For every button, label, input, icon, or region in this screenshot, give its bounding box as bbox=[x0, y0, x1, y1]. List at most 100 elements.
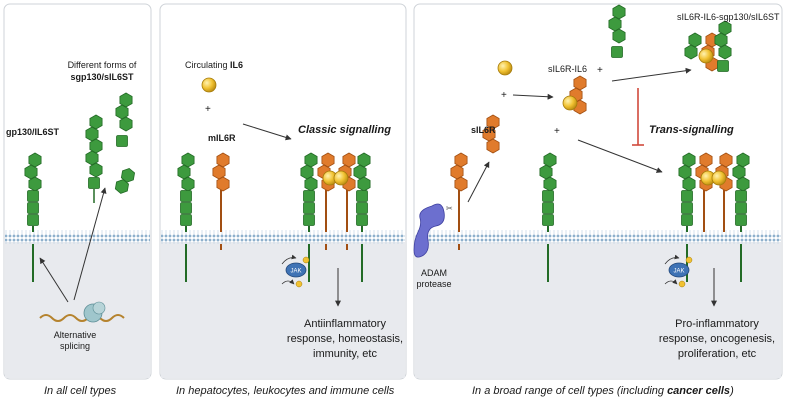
adam-label-line2: protease bbox=[416, 279, 452, 289]
sil6r-domain bbox=[486, 138, 500, 154]
binding-arrow bbox=[512, 93, 554, 100]
inhibit-arrow-top bbox=[611, 67, 692, 82]
gp130-square-domain bbox=[303, 190, 315, 202]
phosphate-icon bbox=[678, 280, 686, 288]
gp130-receptor-panel3 bbox=[539, 152, 557, 282]
phosphate-icon bbox=[295, 280, 303, 288]
classic-arrow bbox=[242, 123, 292, 141]
gp130-label: gp130/IL6ST bbox=[6, 127, 60, 137]
outcome-line1: Antiinflammatory bbox=[304, 318, 386, 330]
mil6r-label: mIL6R bbox=[208, 133, 236, 143]
sil6r-label: sIL6R bbox=[471, 125, 496, 135]
phosphate-icon bbox=[302, 256, 310, 264]
splicing-label-line1: Alternative bbox=[53, 330, 97, 340]
sgp130-square-domain bbox=[116, 135, 128, 147]
jak-panel2: JAK bbox=[281, 254, 310, 288]
splicing-arrow-to-soluble bbox=[73, 187, 107, 301]
sgp130-domain bbox=[718, 44, 732, 60]
jak-label: JAK bbox=[290, 269, 301, 275]
phosphorylation-arrow bbox=[664, 279, 678, 285]
forms-label-line1: Different forms of bbox=[67, 60, 137, 70]
gp130-square-domain bbox=[356, 202, 368, 214]
panel1-caption: In all cell types bbox=[44, 385, 117, 397]
gp130-hex-domain bbox=[304, 176, 318, 192]
trans-arrow bbox=[577, 139, 663, 173]
trans-signalling-title: Trans-signalling bbox=[649, 124, 734, 136]
mil6r-receptor-panel3 bbox=[450, 152, 468, 250]
trans-outcome-line2: response, oncogenesis, bbox=[658, 333, 776, 345]
sgp130-square-domain bbox=[611, 46, 623, 58]
phosphate-icon bbox=[685, 256, 693, 264]
classic-signalling-title: Classic signalling bbox=[298, 124, 391, 136]
gp130-square-domain bbox=[735, 214, 747, 226]
phosphorylation-arrow bbox=[664, 254, 680, 265]
inhib-complex-il6 bbox=[698, 48, 714, 64]
gp130-hex-domain bbox=[682, 176, 696, 192]
gp130-hex-domain bbox=[357, 176, 371, 192]
jak-label: JAK bbox=[673, 269, 684, 275]
sgp130-square-domain bbox=[88, 177, 100, 189]
adam-label-line1: ADAM bbox=[420, 268, 447, 278]
gp130-hex-domain bbox=[543, 176, 557, 192]
plus-sign-2: + bbox=[597, 65, 603, 76]
il6r-domain bbox=[454, 176, 468, 192]
gp130-square-domain bbox=[681, 202, 693, 214]
sgp130-domain bbox=[119, 116, 133, 132]
outcome-line3: immunity, etc bbox=[313, 348, 377, 360]
gp130-trans-left bbox=[678, 152, 696, 282]
molecules-layer: JAK✂JAK bbox=[24, 4, 750, 323]
trans-outcome-line3: proliferation, etc bbox=[677, 348, 757, 360]
sgp130-form-2 bbox=[115, 92, 133, 132]
sgp130-soluble-top bbox=[608, 4, 626, 44]
panel2-caption: In hepatocytes, leukocytes and immune ce… bbox=[176, 385, 395, 397]
gp130-square-domain bbox=[681, 214, 693, 226]
sgp130-domain bbox=[684, 44, 698, 60]
inhib-complex-gp130-right bbox=[714, 20, 732, 60]
gp130-hex-domain bbox=[181, 176, 195, 192]
gp130-receptor-panel2 bbox=[177, 152, 195, 282]
gp130-square-domain bbox=[180, 190, 192, 202]
gp130-square-domain bbox=[542, 202, 554, 214]
circulating-il6-ball bbox=[201, 77, 217, 93]
trans-outcome-line1: Pro-inflammatory bbox=[675, 318, 759, 330]
complex-label: sIL6R-IL6-sgp130/sIL6ST bbox=[677, 12, 780, 22]
gp130-square-domain bbox=[180, 214, 192, 226]
il6-bound-right bbox=[333, 170, 349, 186]
phosphorylation-arrow bbox=[281, 279, 295, 285]
circulating-il6-label: Circulating IL6 bbox=[185, 60, 244, 70]
splicing-arrow-to-membrane bbox=[39, 257, 69, 303]
gp130-square-domain bbox=[27, 214, 39, 226]
gp130-square-domain bbox=[27, 190, 39, 202]
gp130-square-domain bbox=[356, 190, 368, 202]
gp130-square-domain bbox=[681, 190, 693, 202]
gp130-square-domain bbox=[303, 202, 315, 214]
gp130-square-domain bbox=[180, 202, 192, 214]
gp130-complex-left bbox=[300, 152, 318, 282]
sgp130-domain bbox=[612, 28, 626, 44]
soluble-il6r bbox=[482, 114, 500, 154]
adam-protease-icon bbox=[413, 203, 445, 258]
gp130-square-domain bbox=[735, 202, 747, 214]
gp130-square-domain bbox=[27, 202, 39, 214]
gp130-trans-right bbox=[732, 152, 750, 282]
free-il6-ball bbox=[497, 60, 513, 76]
forms-label-line2: sgp130/sIL6ST bbox=[70, 72, 134, 82]
gp130-hex-domain bbox=[28, 176, 42, 192]
shedding-arrow bbox=[467, 161, 490, 203]
gp130-hex-domain bbox=[736, 176, 750, 192]
gp130-complex-right bbox=[353, 152, 371, 282]
phosphorylation-arrow bbox=[281, 254, 297, 265]
jak-kinase-icon bbox=[668, 262, 690, 278]
inhib-complex-gp130-left bbox=[684, 32, 702, 60]
sgp130-domain bbox=[89, 162, 103, 178]
sgp130-form-3 bbox=[114, 167, 136, 194]
plus-sign-3: + bbox=[554, 126, 560, 137]
sgp130-domain bbox=[114, 179, 129, 194]
mil6r-receptor-panel2 bbox=[212, 152, 230, 250]
gp130-square-domain bbox=[735, 190, 747, 202]
gp130-square-domain bbox=[356, 214, 368, 226]
sil6r-il6-label: sIL6R-IL6 bbox=[548, 64, 588, 74]
outcome-line2: response, homeostasis, bbox=[286, 333, 404, 345]
sgp130-square-domain bbox=[717, 60, 729, 72]
